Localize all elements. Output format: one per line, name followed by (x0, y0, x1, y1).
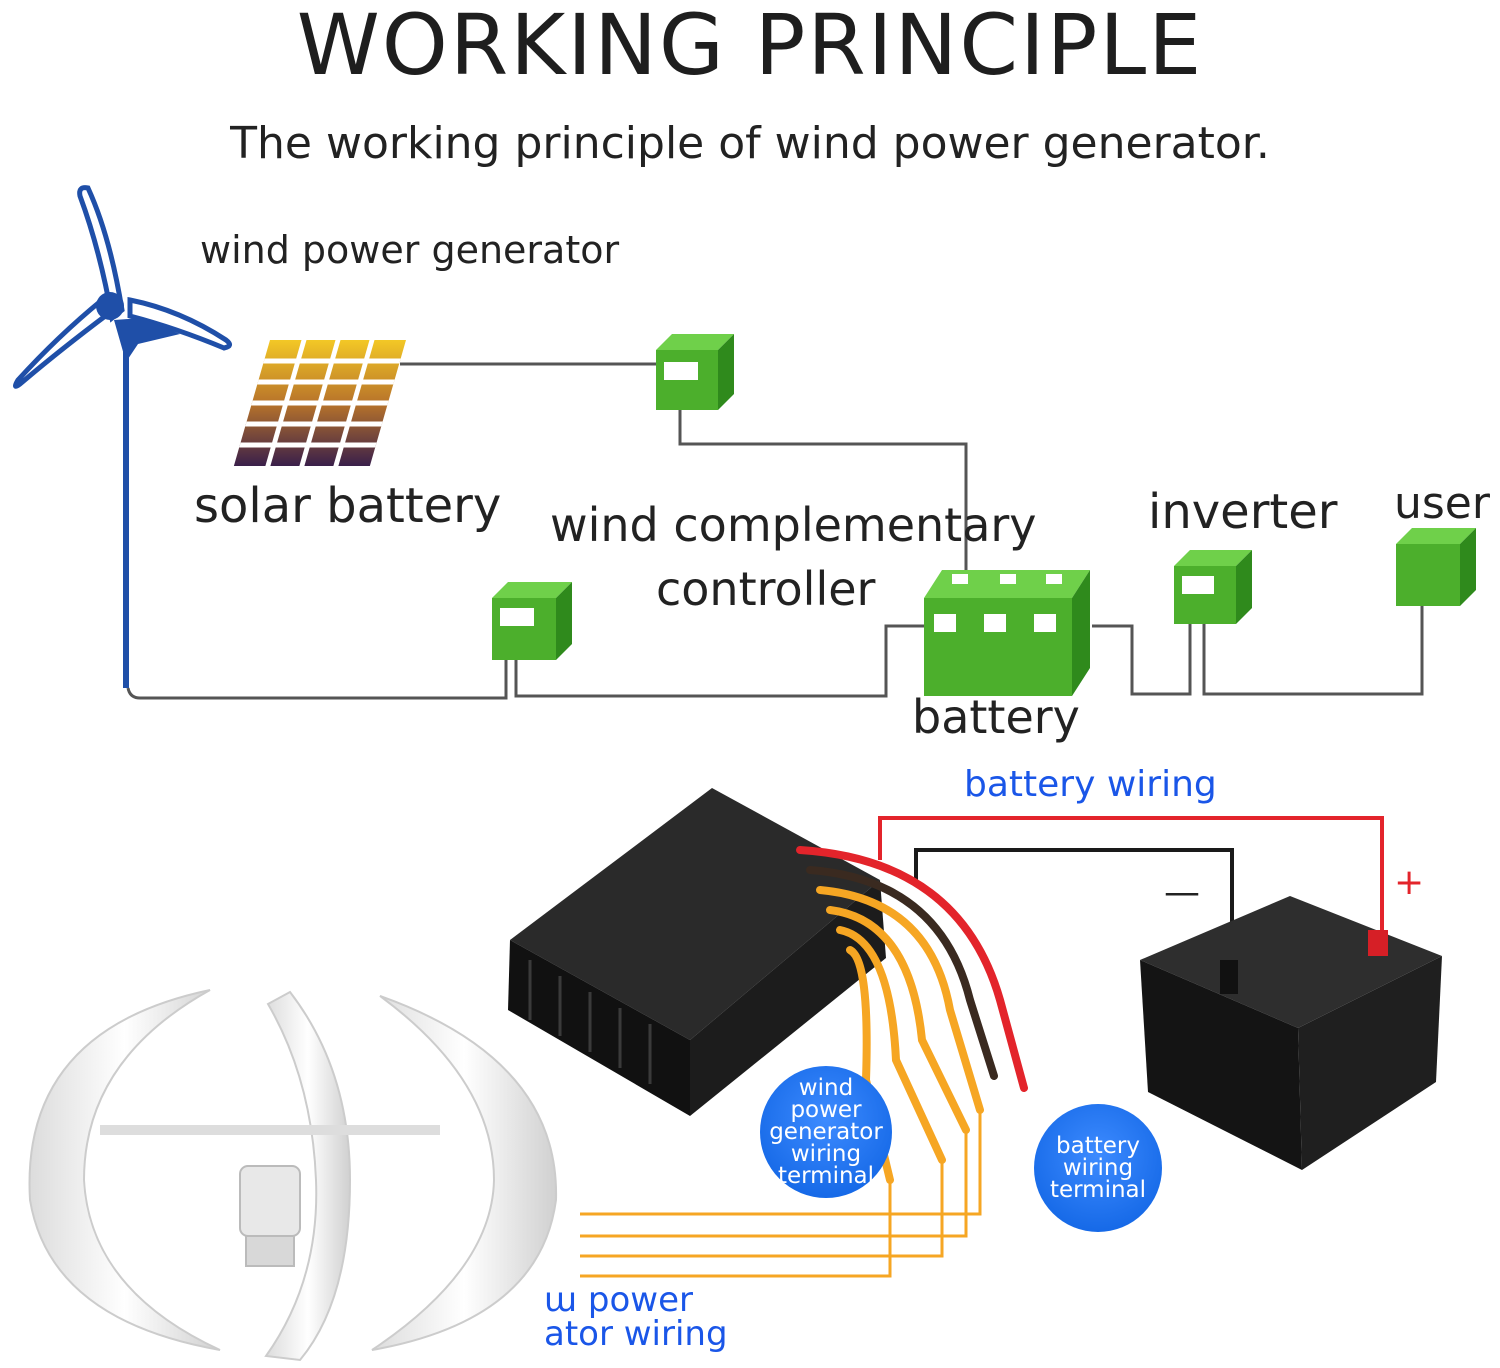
user-box-icon (1396, 528, 1476, 606)
label-battery: battery (912, 690, 1080, 744)
label-battery-wiring: battery wiring (964, 764, 1217, 805)
page-subtitle: The working principle of wind power gene… (230, 118, 1270, 169)
generator-terminal-badge: wind power generator wiring terminal (760, 1066, 892, 1198)
badge-line: terminal (1049, 1177, 1147, 1203)
badge-line: generator (769, 1119, 883, 1145)
charge-controller-device (508, 788, 886, 1116)
badge-line: terminal (777, 1163, 875, 1189)
solar-panel-icon (233, 340, 406, 466)
lantern-turbine-icon (28, 989, 558, 1362)
badge-line: battery (1056, 1133, 1140, 1159)
badge-line: wiring (1062, 1155, 1134, 1181)
battery-wiring-lines (878, 816, 1384, 940)
generator-wiring-lines (580, 1110, 982, 1278)
controller-output-wires (796, 846, 1028, 1184)
inverter-box-icon (1174, 550, 1252, 624)
label-positive-terminal: + (1394, 862, 1425, 903)
wind-turbine-icon (12, 185, 232, 688)
controller-box-icon (656, 334, 734, 410)
label-negative-terminal: — (1164, 872, 1200, 913)
label-user: user (1394, 478, 1490, 529)
car-battery-icon (1140, 896, 1442, 1170)
battery-terminal-badge: battery wiring terminal (1034, 1104, 1162, 1232)
label-controller-line2: controller (656, 562, 876, 616)
label-controller-line1: wind complementary (550, 498, 1037, 552)
schematic-wires (126, 362, 1424, 700)
label-wind-power-generator: wind power generator (200, 228, 620, 272)
label-solar-battery: solar battery (194, 478, 502, 534)
badge-line: wiring (790, 1141, 862, 1167)
badge-line: power (790, 1097, 862, 1123)
battery-box-icon (924, 570, 1090, 696)
label-generator-wiring-line2: ator wiring (544, 1314, 728, 1354)
badge-line: wind (798, 1075, 854, 1101)
generator-controller-box-icon (492, 582, 572, 660)
label-inverter: inverter (1148, 484, 1338, 540)
page-title: WORKING PRINCIPLE (296, 0, 1204, 94)
label-generator-wiring-line1: ա power (544, 1280, 694, 1320)
